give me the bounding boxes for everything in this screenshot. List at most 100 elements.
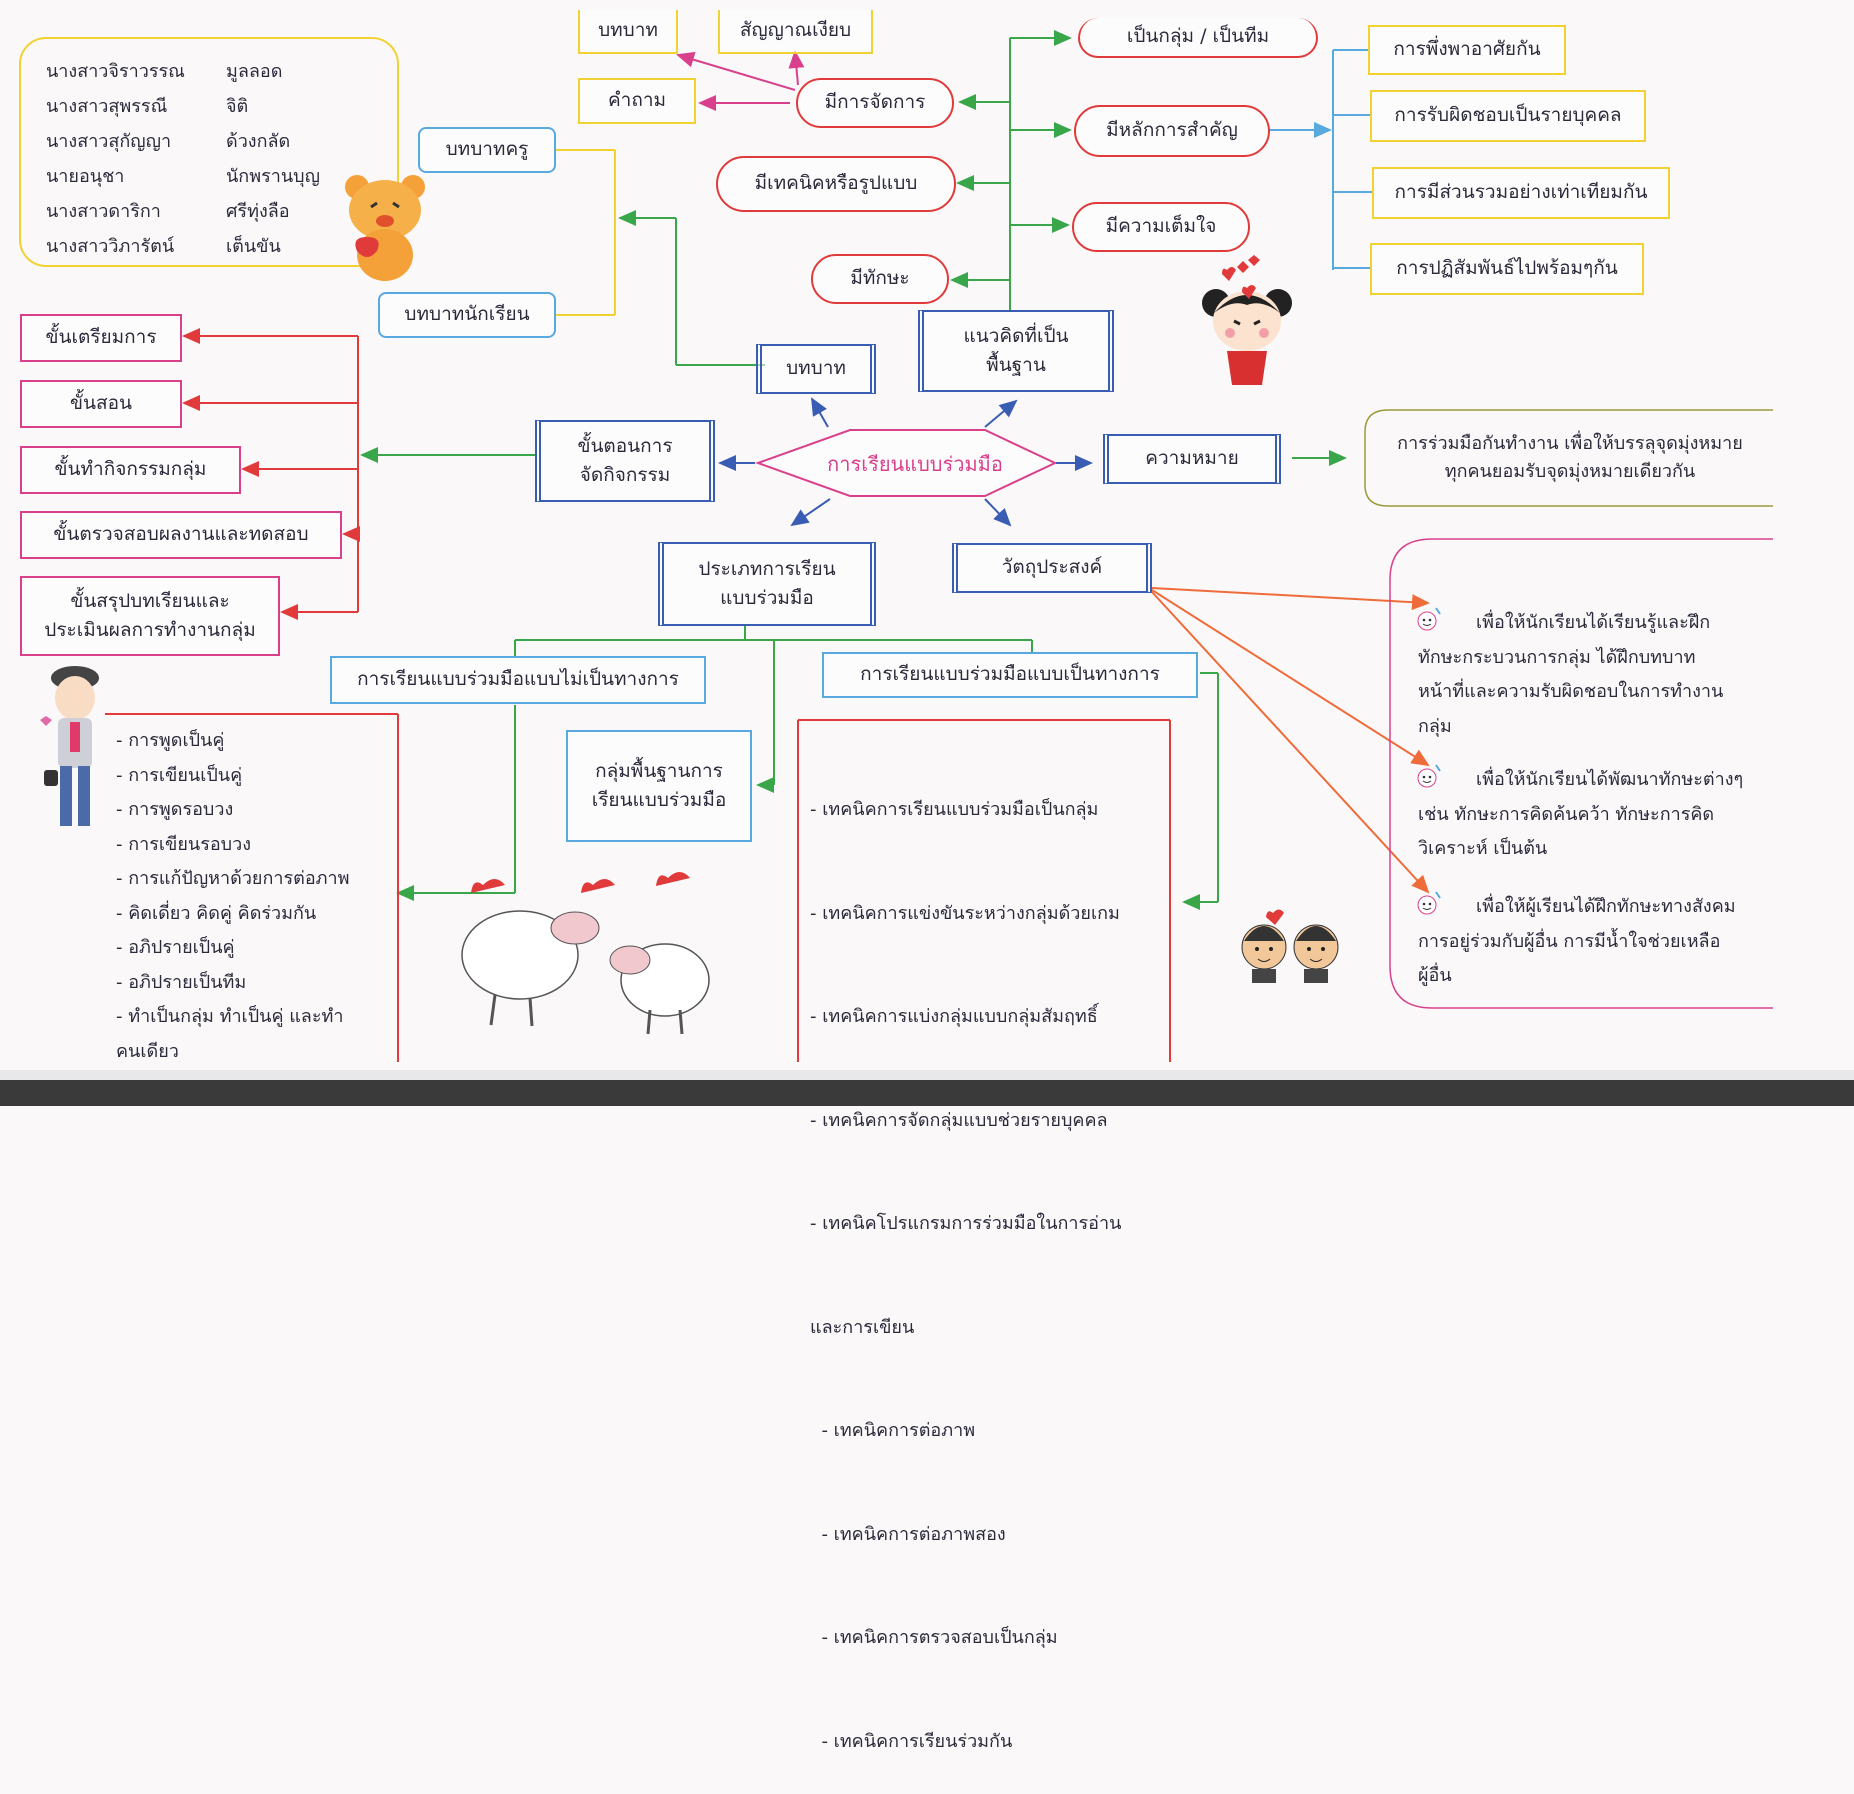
member-row: นางสาวดาริกา ศรีทุ่งลือ — [46, 194, 320, 229]
members-frame — [19, 37, 399, 267]
objective-line: เพื่อให้นักเรียนได้พัฒนาทักษะต่างๆ — [1476, 769, 1744, 790]
member-first-name: นางสาวดาริกา — [46, 201, 161, 222]
member-first-name: นางสาวจิราวรรณ — [46, 61, 185, 82]
concept-line-2: พื้นฐาน — [986, 354, 1046, 376]
objective-item-2: เพื่อให้นักเรียนได้พัฒนาทักษะต่างๆ เช่น … — [1417, 763, 1744, 867]
formal-list: - เทคนิคการเรียนแบบร่วมมือเป็นกลุ่ม - เท… — [810, 724, 1121, 1794]
sheep-icon — [461, 872, 710, 1035]
smiley-icon — [1417, 764, 1441, 788]
basic-group-box: กลุ่มพื้นฐานการ เรียนแบบร่วมมือ — [566, 730, 752, 842]
formal-box: การเรียนแบบร่วมมือแบบเป็นทางการ — [822, 652, 1198, 698]
hearts-icon — [1222, 267, 1256, 299]
concept-team-oval: เป็นกลุ่ม / เป็นทีม — [1078, 18, 1318, 58]
concept-management-oval: มีการจัดการ — [796, 78, 954, 128]
principle-box-2: การรับผิดชอบเป็นรายบุคคล — [1370, 90, 1646, 142]
step-box-2: ขั้นสอน — [20, 380, 182, 428]
concept-technique-oval: มีเทคนิคหรือรูปแบบ — [716, 156, 956, 212]
list-item: - การแก้ปัญหาด้วยการต่อภาพ — [116, 868, 350, 889]
concept-principle-oval: มีหลักการสำคัญ — [1074, 105, 1270, 157]
objective-line: ผู้อื่น — [1418, 965, 1452, 986]
list-item: คนเดียว — [116, 1040, 179, 1062]
principle-box-1: การพึ่งพาอาศัยกัน — [1368, 25, 1566, 75]
teddy-bear-icon — [345, 175, 425, 281]
member-last-name: จิติ — [226, 96, 249, 117]
objective-line: เพื่อให้นักเรียนได้เรียนรู้และฝึก — [1476, 612, 1711, 633]
step-box-3: ขั้นทำกิจกรรมกลุ่ม — [20, 446, 241, 494]
list-item: - เทคนิคโปรแกรมการร่วมมือในการอ่าน — [810, 1213, 1122, 1234]
objective-line: หน้าที่และความรับผิดชอบในการทำงาน — [1418, 681, 1724, 702]
basic-line-1: กลุ่มพื้นฐานการ — [595, 759, 723, 782]
concept-line-1: แนวคิดที่เป็น — [963, 324, 1069, 347]
list-item: - เทคนิคการตรวจสอบเป็นกลุ่ม — [810, 1627, 1058, 1648]
list-item: - คิดเดี่ยว คิดคู่ คิดร่วมกัน — [116, 902, 317, 924]
list-item: - เทคนิคการเรียนแบบร่วมมือเป็นกลุ่ม — [810, 799, 1099, 820]
objective-line: การอยู่ร่วมกับผู้อื่น การมีน้ำใจช่วยเหลื… — [1418, 930, 1721, 952]
concept-willing-oval: มีความเต็มใจ — [1072, 202, 1250, 252]
center-topic: การเรียนแบบร่วมมือ — [827, 451, 1003, 476]
informal-box: การเรียนแบบร่วมมือแบบไม่เป็นทางการ — [330, 656, 706, 704]
member-last-name: ศรีทุ่งลือ — [226, 201, 290, 222]
student-role-box: บทบาทนักเรียน — [378, 292, 556, 338]
objectives-box: วัตถุประสงค์ — [952, 543, 1152, 593]
member-last-name: นักพรานบุญ — [226, 166, 320, 187]
steps-line-2: จัดกิจกรรม — [579, 464, 671, 486]
types-line-2: แบบร่วมมือ — [720, 587, 814, 609]
member-last-name: เต็นขัน — [226, 236, 281, 257]
meaning-text: การร่วมมือกันทำงาน เพื่อให้บรรลุจุดมุ่งห… — [1370, 418, 1770, 498]
member-row: นางสาววิภารัตน์ เต็นขัน — [46, 229, 320, 264]
member-row: นางสาวสุกัญญา ด้วงกลัด — [46, 124, 320, 159]
member-row: นางสาวจิราวรรณมูลลอด — [46, 54, 320, 89]
list-item: - เทคนิคการเรียนร่วมกัน — [810, 1730, 1013, 1752]
teacher-role-box: บทบาทครู — [418, 127, 556, 173]
concept-skill-oval: มีทักษะ — [811, 254, 949, 304]
list-item: - การพูดรอบวง — [116, 799, 234, 820]
steps-box: ขั้นตอนการ จัดกิจกรรม — [535, 420, 715, 502]
meaning-text-line-1: การร่วมมือกันทำงาน เพื่อให้บรรลุจุดมุ่งห… — [1397, 433, 1743, 455]
objective-line: กลุ่ม — [1418, 715, 1452, 737]
objective-line: วิเคราะห์ เป็นต้น — [1418, 838, 1548, 859]
objective-line: เพื่อให้ผู้เรียนได้ฝึกทักษะทางสังคม — [1476, 896, 1736, 917]
mgmt-role-box: บทบาท — [578, 10, 678, 54]
list-item: และการเขียน — [810, 1316, 915, 1338]
objectives-frame — [1389, 538, 1773, 1009]
member-last-name: ด้วงกลัด — [226, 131, 291, 152]
role-box: บทบาท — [756, 344, 876, 394]
member-list: นางสาวจิราวรรณมูลลอด นางสาวสุพรรณีจิติ น… — [46, 54, 320, 264]
center-diamond — [755, 429, 1058, 497]
meaning-text-line-2: ทุกคนยอมรับจุดมุ่งหมายเดียวกัน — [1444, 461, 1696, 482]
kids-couple-icon — [1241, 909, 1339, 983]
types-line-1: ประเภทการเรียน — [698, 557, 836, 580]
member-row: นายอนุชา นักพรานบุญ — [46, 159, 320, 194]
objective-line: ทักษะกระบวนการกลุ่ม ได้ฝึกบทบาท — [1418, 646, 1696, 668]
list-item: - ทำเป็นกลุ่ม ทำเป็นคู่ และทำ — [116, 1006, 344, 1027]
member-row: นางสาวสุพรรณีจิติ — [46, 89, 320, 124]
step-box-4: ขั้นตรวจสอบผลงานและทดสอบ — [20, 511, 342, 559]
objective-line: เช่น ทักษะการคิดค้นคว้า ทักษะการคิด — [1418, 803, 1715, 825]
informal-list: - การพูดเป็นคู่ - การเขียนเป็นคู่ - การพ… — [116, 724, 349, 1069]
member-first-name: นางสาววิภารัตน์ — [46, 236, 175, 257]
member-first-name: นายอนุชา — [46, 166, 125, 187]
connector-lines — [0, 30, 1854, 1106]
objective-item-1: เพื่อให้นักเรียนได้เรียนรู้และฝึก ทักษะก… — [1417, 606, 1724, 744]
principle-box-4: การปฏิสัมพันธ์ไปพร้อมๆกัน — [1370, 243, 1644, 295]
steps-line-1: ขั้นตอนการ — [577, 434, 673, 457]
mgmt-signal-box: สัญญาณเงียบ — [718, 10, 873, 54]
smiley-icon — [1417, 607, 1441, 631]
list-item: - เทคนิคการแข่งขันระหว่างกลุ่มด้วยเกม — [810, 902, 1120, 924]
pucca-doll-icon — [1202, 255, 1292, 385]
list-item: - การพูดเป็นคู่ — [116, 730, 225, 751]
list-item: - เทคนิคการต่อภาพ — [810, 1420, 976, 1441]
smiley-icon — [1417, 891, 1441, 915]
list-item: - การเขียนรอบวง — [116, 833, 251, 855]
meaning-frame — [1364, 409, 1773, 507]
member-first-name: นางสาวสุกัญญา — [46, 131, 172, 152]
principle-box-3: การมีส่วนรวมอย่างเท่าเทียมกัน — [1372, 167, 1670, 219]
mgmt-question-box: คำถาม — [578, 78, 696, 124]
boy-character-icon — [40, 666, 99, 826]
list-item: - อภิปรายเป็นคู่ — [116, 937, 235, 958]
step-5-line-2: ประเมินผลการทำงานกลุ่ม — [44, 619, 256, 641]
list-item: - อภิปรายเป็นทีม — [116, 971, 247, 993]
step-5-line-1: ขั้นสรุปบทเรียนและ — [70, 589, 230, 612]
step-box-1: ขั้นเตรียมการ — [20, 314, 182, 362]
concept-box: แนวคิดที่เป็น พื้นฐาน — [918, 310, 1114, 392]
